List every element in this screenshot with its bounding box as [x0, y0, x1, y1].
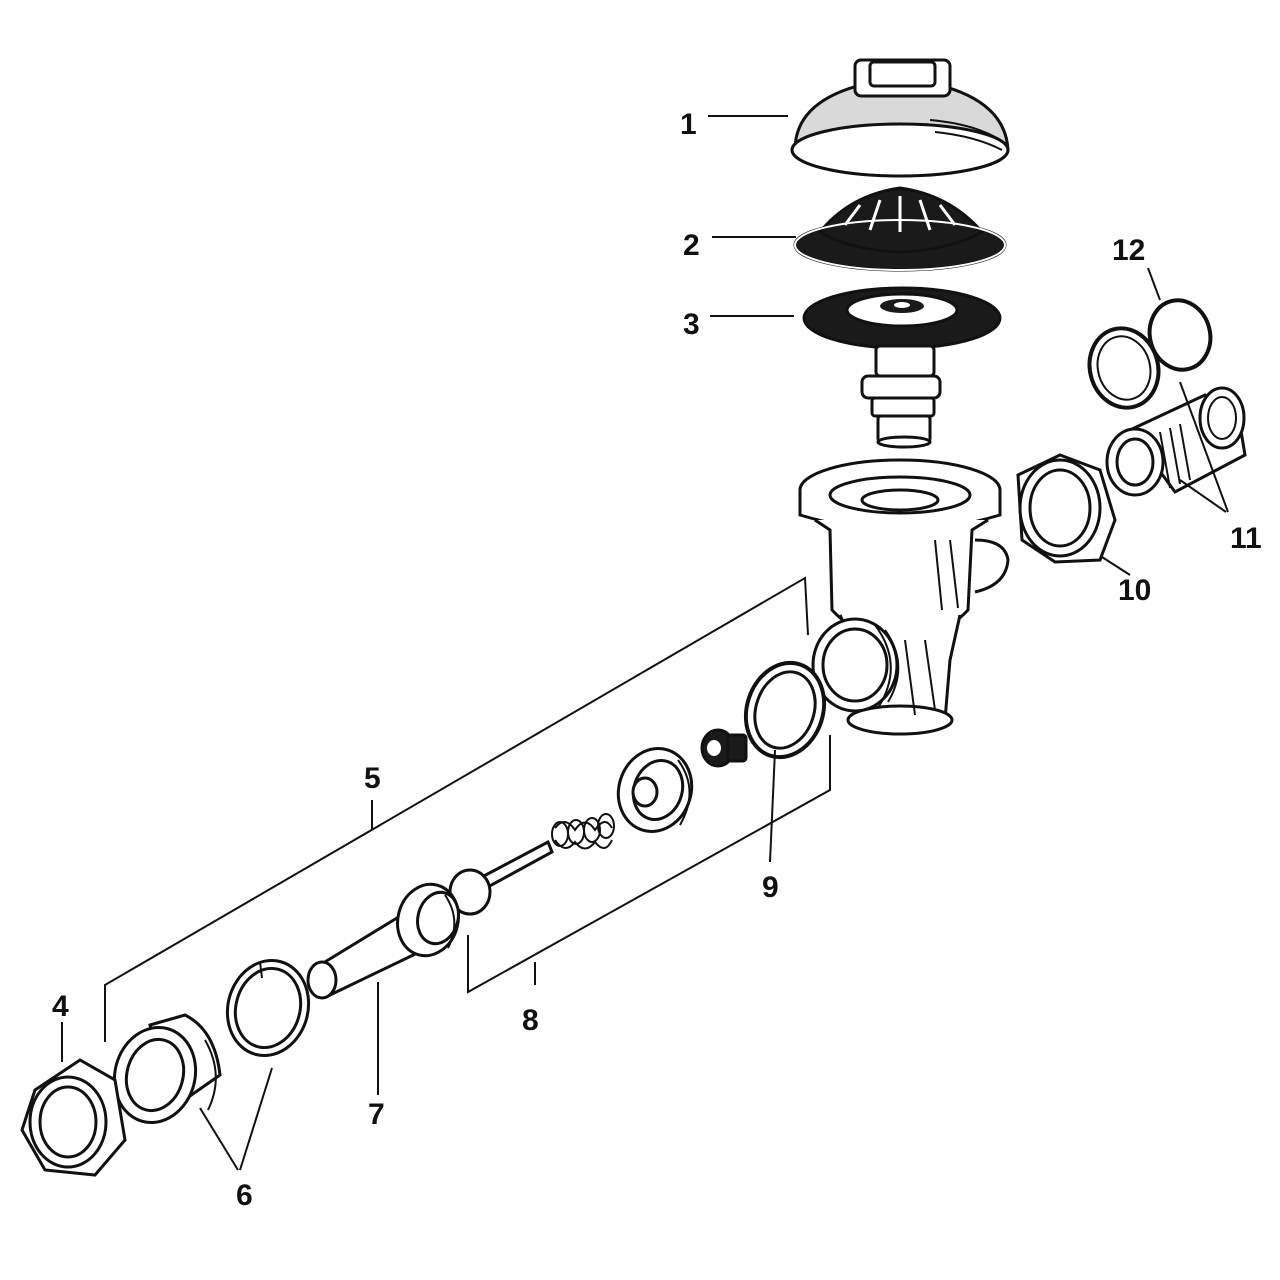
callout-labels: 1 2 3 4 5 6 7 8 9 10 11 12: [52, 108, 1262, 1212]
part-11-split-ring: [1087, 326, 1161, 410]
part-11-tailpiece: [1105, 386, 1247, 497]
part-12-o-ring: [1147, 298, 1213, 372]
callout-11: 11: [1230, 522, 1262, 555]
callout-2: 2: [683, 229, 700, 262]
part-10-coupling-nut: [1016, 453, 1117, 564]
callout-5: 5: [364, 762, 381, 795]
leader-lines: [61, 115, 1229, 1171]
callout-12: 12: [1112, 234, 1145, 267]
callout-4: 4: [52, 990, 69, 1023]
part-8-handle-assembly: [448, 728, 748, 916]
assembly-brackets: [104, 576, 831, 1042]
part-4-hex-nut: [20, 1058, 127, 1177]
part-7-handle: [306, 882, 460, 1000]
callout-10: 10: [1118, 574, 1151, 607]
callout-8: 8: [522, 1004, 539, 1037]
part-1-cover: [790, 58, 1010, 178]
part-2-diaphragm-top: [793, 186, 1007, 272]
callout-9: 9: [762, 871, 779, 904]
callout-7: 7: [368, 1098, 385, 1131]
callout-3: 3: [683, 308, 700, 341]
callout-1: 1: [680, 108, 697, 141]
part-6-coupling: [112, 958, 311, 1125]
part-9-gasket: [743, 660, 827, 760]
callout-6: 6: [236, 1179, 253, 1212]
part-3-diaphragm-assembly: [802, 286, 1002, 449]
valve-body: [798, 458, 1010, 736]
